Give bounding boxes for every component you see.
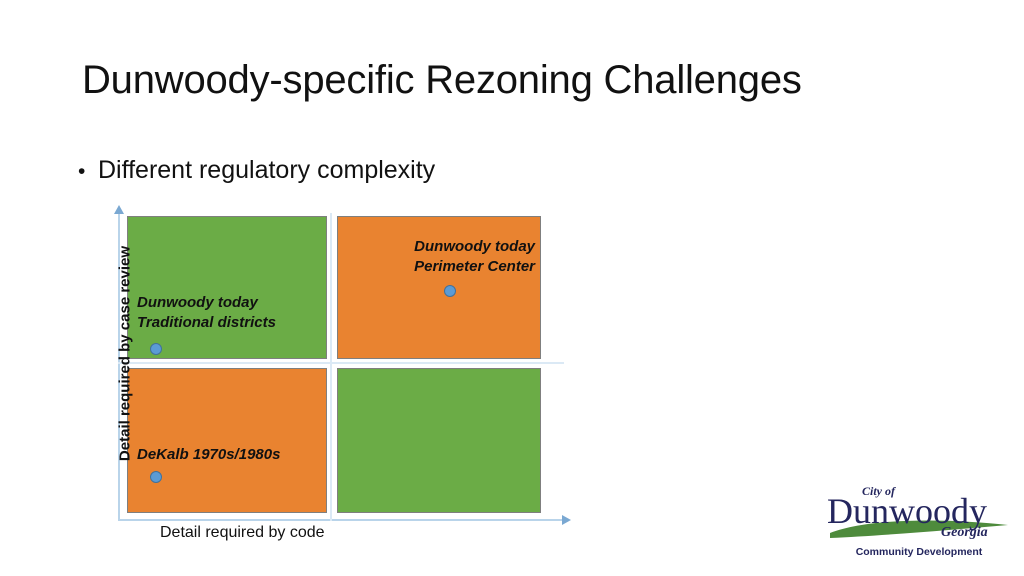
quadrant-top-right: [337, 216, 541, 359]
quadrant-bottom-left: [127, 368, 327, 513]
quadrant-divider-vertical: [330, 213, 332, 521]
y-axis-line: [118, 213, 120, 521]
arrow-right-icon: [562, 515, 571, 525]
data-point-dekalb: [150, 471, 162, 483]
page-title: Dunwoody-specific Rezoning Challenges: [82, 58, 802, 102]
quadrant-top-left: [127, 216, 327, 359]
quadrant-bottom-right: [337, 368, 541, 513]
arrow-up-icon: [114, 205, 124, 214]
list-item: • Different regulatory complexity: [78, 156, 435, 185]
quadrant-label-line: Traditional districts: [137, 313, 276, 331]
quadrant-label-line: Perimeter Center: [414, 257, 535, 275]
logo-mark: City of Dunwoody Georgia: [827, 484, 1008, 540]
bullet-list: • Different regulatory complexity: [78, 156, 435, 185]
quadrant-label-perimeter-center: Dunwoody today Perimeter Center: [341, 237, 535, 277]
quadrant-label-dekalb: DeKalb 1970s/1980s: [137, 445, 280, 465]
swoosh-shape: [830, 520, 1008, 538]
bullet-point-icon: •: [78, 160, 86, 183]
quadrant-label-line: Dunwoody today: [414, 238, 535, 255]
quadrant-chart: Dunwoody today Traditional districts Dun…: [80, 205, 580, 550]
x-axis-title: Detail required by code: [160, 524, 325, 541]
logo-state-text: Georgia: [941, 525, 988, 540]
y-axis-title: Detail required by case review: [116, 245, 134, 462]
data-point-traditional-districts: [150, 343, 162, 355]
bullet-text: Different regulatory complexity: [98, 156, 436, 184]
logo-city-of-text: City of: [862, 484, 896, 498]
quadrant-label-line: Dunwoody today: [137, 294, 258, 311]
quadrant-divider-horizontal: [118, 362, 564, 364]
quadrant-label-traditional-districts: Dunwoody today Traditional districts: [137, 293, 276, 333]
x-axis-line: [118, 519, 564, 521]
logo-name-text: Dunwoody: [827, 491, 987, 531]
city-of-dunwoody-logo: City of Dunwoody Georgia Community Devel…: [824, 478, 1014, 568]
logo-tagline: Community Development: [855, 546, 983, 558]
data-point-perimeter-center: [444, 285, 456, 297]
quadrant-label-line: DeKalb 1970s/1980s: [137, 446, 281, 463]
